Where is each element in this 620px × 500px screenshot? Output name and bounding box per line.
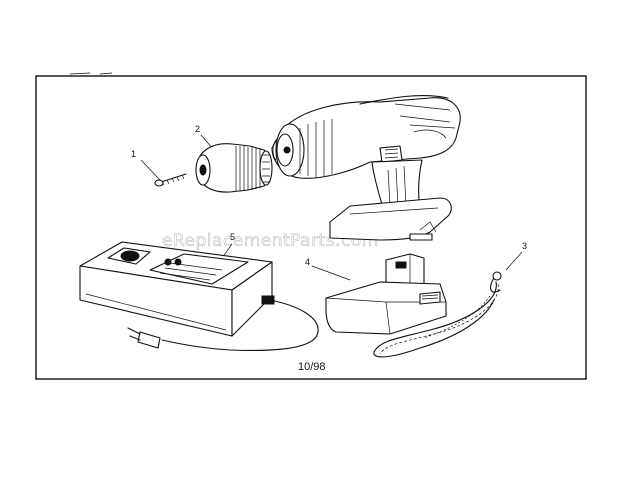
callout-4: 4 xyxy=(305,257,310,267)
part-5-charger xyxy=(79,241,319,352)
callout-2: 2 xyxy=(195,124,200,134)
part-2-chuck xyxy=(195,134,273,193)
drill-body xyxy=(271,94,461,241)
part-3-wrist-strap xyxy=(373,251,523,358)
callout-1: 1 xyxy=(131,149,136,159)
date-code: 10/98 xyxy=(298,361,326,373)
diagram-frame xyxy=(35,75,587,380)
callout-3: 3 xyxy=(522,241,527,251)
part-1-screw xyxy=(140,159,187,187)
part-4-battery xyxy=(311,253,447,335)
callout-5: 5 xyxy=(230,232,235,242)
watermark: eReplacementParts.com xyxy=(162,231,379,251)
